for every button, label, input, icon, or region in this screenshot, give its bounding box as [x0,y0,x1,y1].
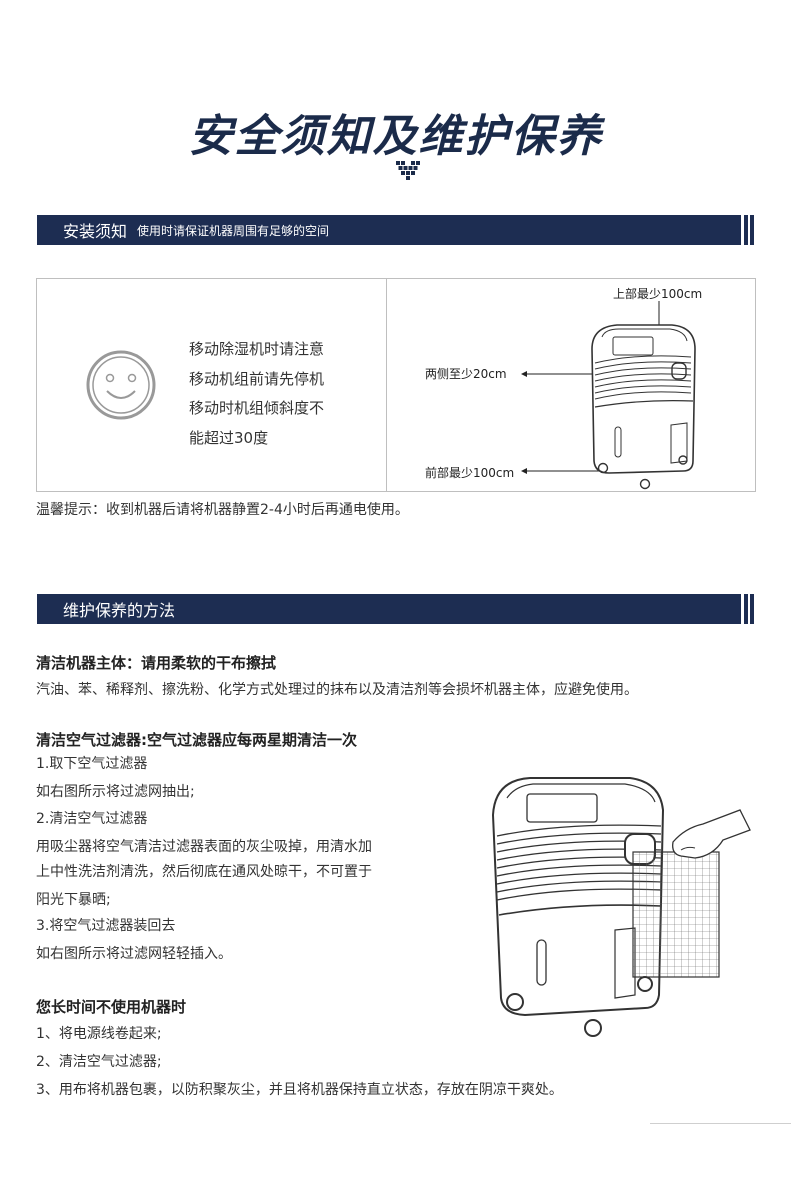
install-section-header: 安装须知 使用时请保证机器周围有足够的空间 [37,215,755,245]
clearance-diagram-panel: 上部最少100cm 两侧至少20cm 前部最少100cm [387,279,755,491]
notice-line: 移动时机组倾斜度不 [189,399,325,417]
header-stripes [741,594,755,624]
filter-step-line: 阳光下暴晒; [36,892,111,908]
body-cleaning-heading: 清洁机器主体：请用柔软的干布擦拭 [36,654,277,672]
install-section-subtitle: 使用时请保证机器周围有足够的空间 [137,223,330,238]
move-notice-text: 移动除湿机时请注意 移动机组前请先停机 移动时机组倾斜度不 能超过30度 [189,335,324,453]
top-clearance-label: 上部最少100cm [613,287,703,301]
storage-heading: 您长时间不使用机器时 [36,998,187,1016]
maintenance-section-header: 维护保养的方法 [37,594,755,624]
notice-line: 移动机组前请先停机 [189,369,325,388]
dehumidifier-clearance-illustration [521,301,696,490]
filter-cleaning-heading: 清洁空气过滤器:空气过滤器应每两星期清洁一次 [36,731,358,749]
front-clearance-label: 前部最少100cm [425,466,515,480]
notice-line: 移动除湿机时请注意 [189,340,325,358]
notice-line: 能超过30度 [189,428,269,447]
warm-tip: 温馨提示：收到机器后请将机器静置2-4小时后再通电使用。 [36,502,409,518]
filter-step-line: 用吸尘器将空气清洁过滤器表面的灰尘吸掉，用清水加 [36,839,372,855]
storage-step-line: 1、将电源线卷起来; [36,1026,162,1042]
side-clearance-label: 两侧至少20cm [425,367,507,381]
filter-step-line: 如右图所示将过滤网轻轻插入。 [36,946,232,962]
maintenance-section-title: 维护保养的方法 [63,601,176,620]
smiley-icon [86,350,156,420]
bottom-divider [650,1123,791,1124]
filter-step-line: 2.清洁空气过滤器 [36,811,148,827]
filter-removal-illustration [491,777,751,1037]
page-title: 安全须知及维护保养 [188,111,603,162]
filter-step-line: 如右图所示将过滤网抽出; [36,784,195,800]
filter-step-line: 1.取下空气过滤器 [36,756,148,772]
filter-step-line: 上中性洗洁剂清洗，然后彻底在通风处晾干，不可置于 [36,864,372,880]
filter-step-line: 3.将空气过滤器装回去 [36,918,176,934]
install-section-title: 安装须知 [63,222,128,241]
storage-step-line: 3、用布将机器包裹，以防积聚灰尘，并且将机器保持直立状态，存放在阴凉干爽处。 [36,1082,563,1098]
body-cleaning-text: 汽油、苯、稀释剂、擦洗粉、化学方式处理过的抹布以及清洁剂等会损坏机器主体，应避免… [36,682,638,698]
storage-step-line: 2、清洁空气过滤器; [36,1054,162,1070]
heart-dots-icon [396,161,420,180]
install-notice-box: 移动除湿机时请注意 移动机组前请先停机 移动时机组倾斜度不 能超过30度 [36,278,756,492]
header-stripes [741,215,755,245]
install-notice-panel: 移动除湿机时请注意 移动机组前请先停机 移动时机组倾斜度不 能超过30度 [37,279,387,491]
